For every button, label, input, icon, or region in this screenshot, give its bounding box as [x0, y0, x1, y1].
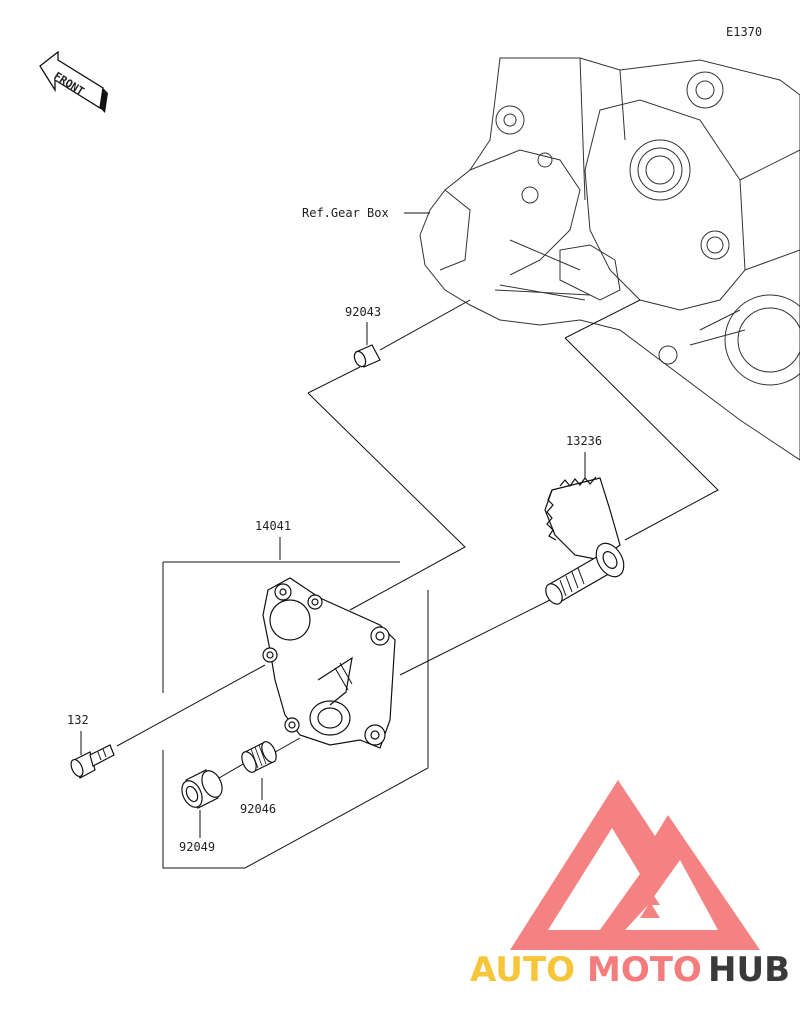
automotohub-wordmark: AUTO MOTO HUB	[470, 950, 790, 990]
kick-gear-13236	[544, 476, 625, 605]
svg-text:MOTO: MOTO	[587, 950, 702, 990]
bracket-bottom	[162, 590, 429, 869]
automotohub-logo	[510, 780, 760, 950]
axis-line-shaft	[564, 337, 719, 541]
oil-seal-92049	[181, 769, 223, 809]
part-label-14041: 14041	[255, 519, 291, 533]
diagram-code: E1370	[726, 25, 762, 39]
axis-line-bolt	[116, 664, 266, 747]
axis-line-92043	[307, 392, 466, 611]
part-label-13236: 13236	[566, 434, 602, 448]
needle-bearing-92046	[241, 741, 277, 773]
svg-text:AUTO: AUTO	[470, 950, 575, 990]
ref-gear-box-label: Ref.Gear Box	[302, 206, 389, 220]
axis-line-cover	[399, 599, 551, 676]
part-label-92043: 92043	[345, 305, 381, 319]
part-label-92046: 92046	[240, 802, 276, 816]
part-label-92049: 92049	[179, 840, 215, 854]
front-arrow-icon: FRONT	[39, 50, 108, 113]
bolt-132	[70, 744, 115, 779]
dowel-pin-92043	[353, 344, 381, 368]
cover-14041	[262, 577, 396, 749]
part-label-132: 132	[67, 713, 89, 727]
gear-box-engine	[419, 57, 800, 461]
svg-text:HUB: HUB	[708, 950, 790, 990]
